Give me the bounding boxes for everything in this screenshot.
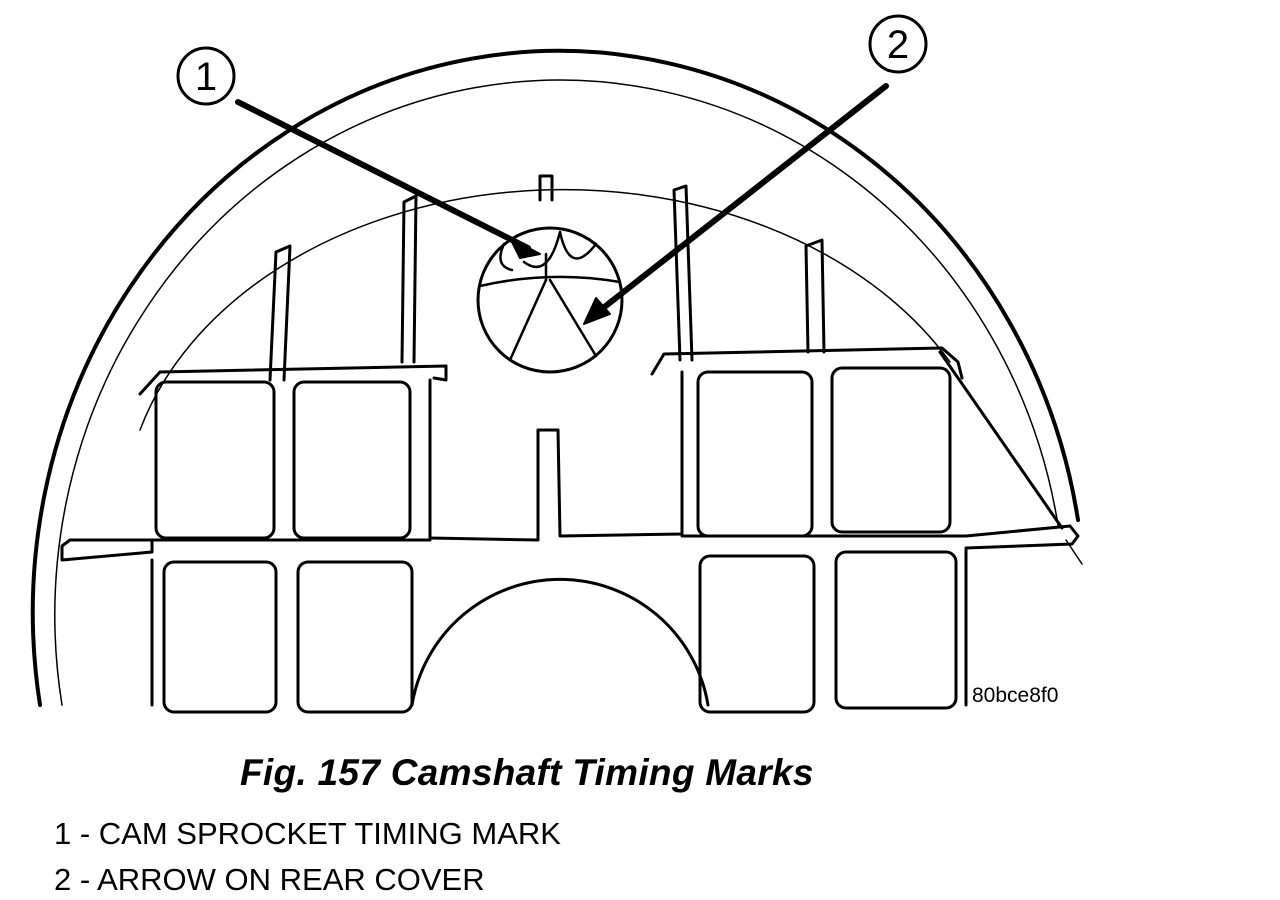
camshaft-timing-diagram: 1 2 [30, 14, 1083, 714]
web-horizontal [150, 534, 968, 542]
right-edge-diagonal [938, 350, 1064, 530]
callout-1-number: 1 [195, 55, 217, 99]
camshaft-hub [410, 577, 710, 707]
legend-item: 1 - CAM SPROCKET TIMING MARK [54, 816, 561, 851]
rear-cover-outer-edge [30, 48, 1080, 707]
callout-2-circle [868, 14, 928, 74]
grid-cell-2 [292, 380, 412, 540]
grid-cell-5 [696, 370, 814, 538]
central-web [428, 370, 684, 542]
rear-cover-inner-edge [54, 79, 1059, 706]
sprocket-rim [139, 188, 951, 431]
spoke-3 [672, 184, 694, 362]
callout-1-arrowhead [509, 237, 541, 259]
right-edge-tail [1065, 539, 1083, 565]
top-tick [538, 174, 554, 202]
grid-cell-8 [834, 550, 958, 710]
callout-1-leader [235, 99, 531, 251]
timing-mark-notch [522, 230, 598, 268]
web-upper-right [650, 346, 964, 380]
callout-2-number: 2 [887, 23, 909, 67]
web-right-flange [964, 524, 1080, 550]
spoke-1 [268, 244, 292, 382]
web-left-flange [60, 538, 154, 562]
figure-reference-code: 80bce8f0 [972, 684, 1059, 707]
web-upper-left [138, 364, 448, 396]
grid-cell-7 [698, 554, 816, 714]
timing-mark-pip [499, 242, 514, 272]
spoke-2 [400, 194, 418, 364]
sprocket-window-chord [478, 275, 622, 288]
callout-1-circle [176, 46, 236, 106]
timing-mark-left-leg [508, 278, 548, 362]
callout-2-leader [595, 83, 889, 315]
callout-2-arrowhead [583, 297, 611, 325]
grid-cell-6 [830, 366, 952, 534]
sprocket-window [476, 226, 624, 374]
figure-title: Fig. 157 Camshaft Timing Marks [240, 752, 814, 793]
legend-item: 2 - ARROW ON REAR COVER [54, 862, 485, 897]
grid-cell-3 [162, 560, 278, 714]
grid-cell-1 [154, 380, 276, 540]
spoke-4 [804, 238, 826, 354]
timing-mark-right-leg [548, 278, 598, 358]
grid-cell-4 [296, 560, 414, 714]
